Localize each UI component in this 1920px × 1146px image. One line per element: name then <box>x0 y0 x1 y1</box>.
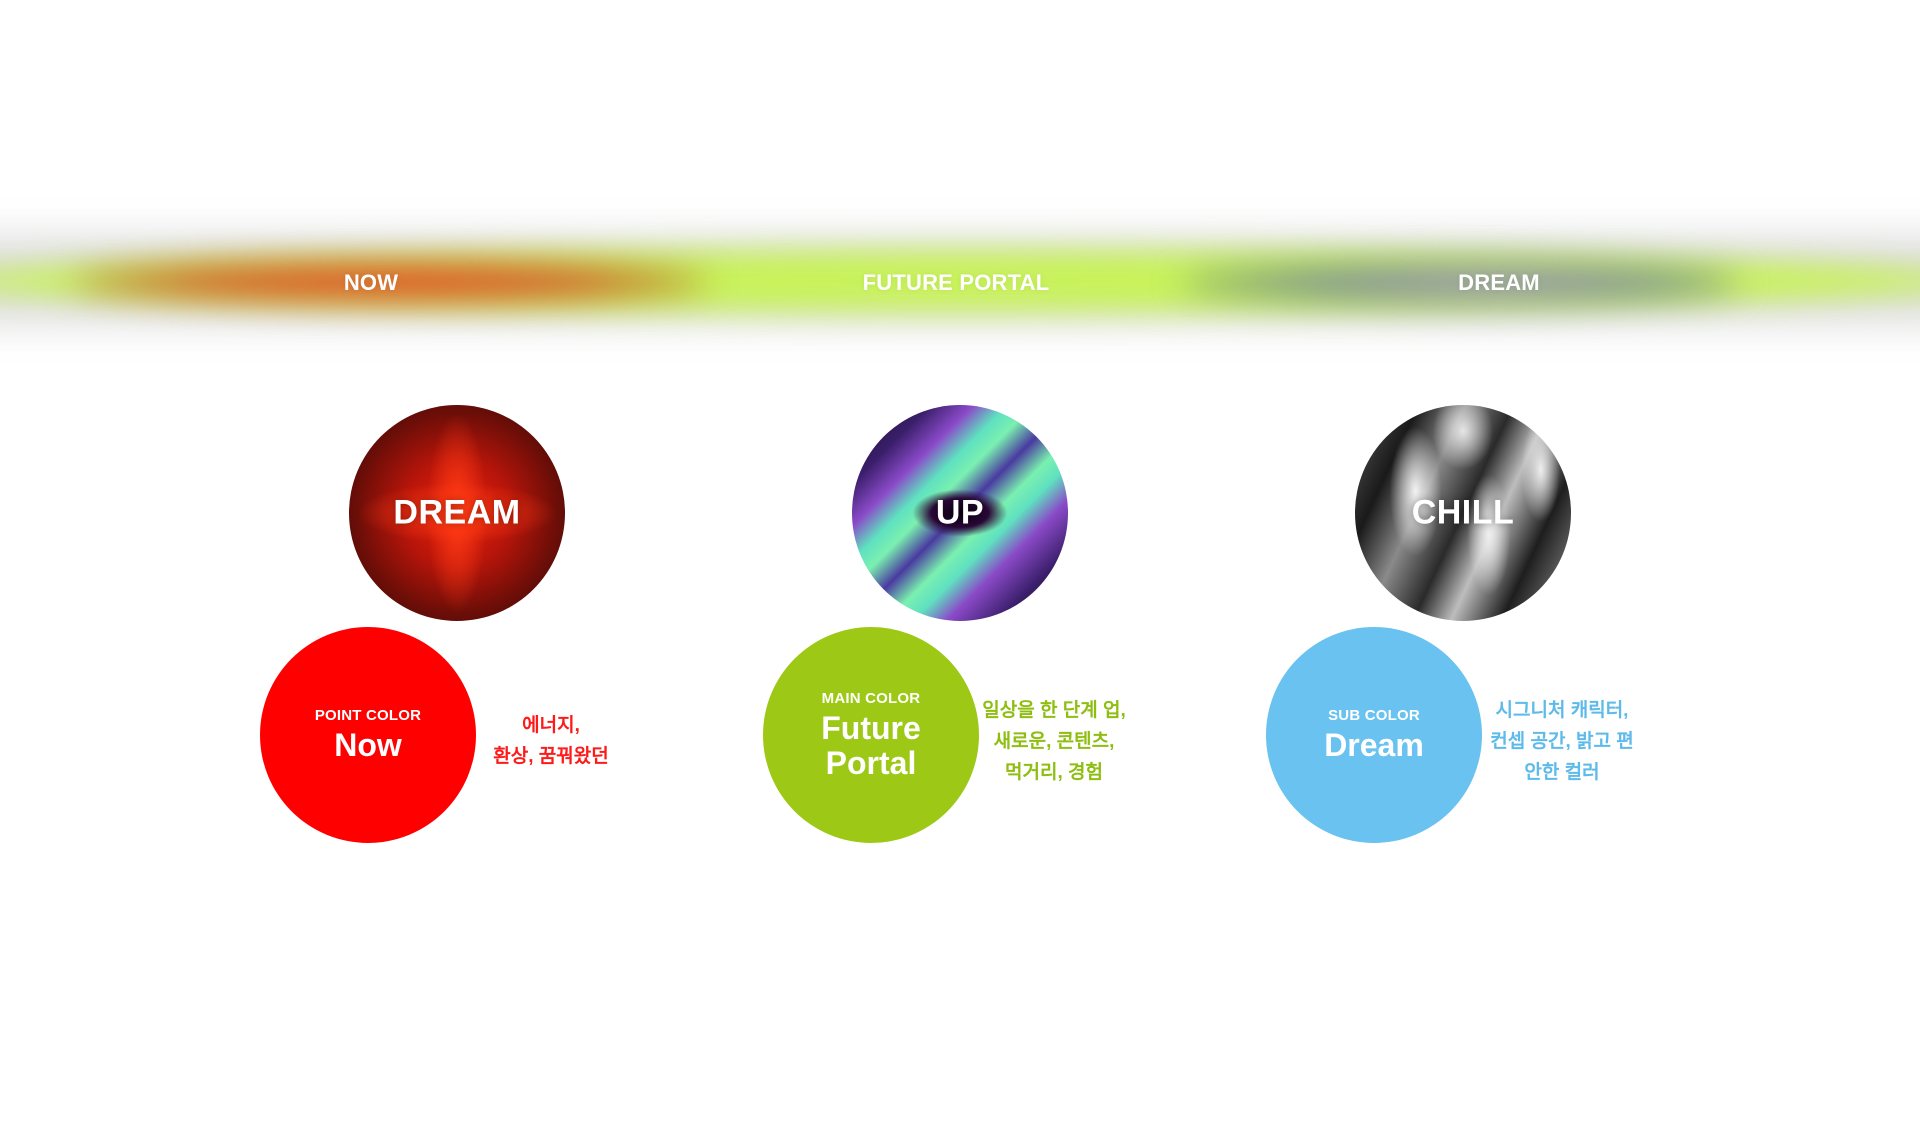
color-kind-label: SUB COLOR <box>1328 707 1420 724</box>
description-line: 컨셉 공간, 밝고 편 <box>1490 731 1634 752</box>
gradient-band: NOW FUTURE PORTAL DREAM <box>0 200 1920 360</box>
chill-mood-image: CHILL <box>1355 405 1571 621</box>
dream-mood-image: DREAM <box>349 405 565 621</box>
description-line: 먹거리, 경험 <box>1005 762 1103 783</box>
dream-glow <box>1180 262 1740 304</box>
main-color-description: 일상을 한 단계 업, 새로운, 콘텐츠, 먹거리, 경험 <box>979 695 1129 788</box>
sub-color-description: 시그니처 캐릭터, 컨셉 공간, 밝고 편 안한 컬러 <box>1482 695 1642 788</box>
point-color-swatch: POINT COLOR Now <box>260 627 476 843</box>
description-line: 시그니처 캐릭터, <box>1495 700 1629 721</box>
color-kind-label: POINT COLOR <box>314 707 422 724</box>
main-color-swatch: MAIN COLOR Future Portal <box>763 627 979 843</box>
description-line: 일상을 한 단계 업, <box>982 700 1126 721</box>
band-label-now: NOW <box>343 270 399 295</box>
color-kind-label: MAIN COLOR <box>821 689 921 707</box>
color-name: Dream <box>1324 727 1424 763</box>
mood-word-chill: CHILL <box>1411 493 1515 532</box>
description-line: 새로운, 콘텐츠, <box>993 731 1115 752</box>
mood-word-up: UP <box>935 493 985 532</box>
sub-color-swatch: SUB COLOR Dream <box>1266 627 1482 843</box>
band-label-dream: DREAM <box>1458 270 1540 295</box>
point-color-description: 에너지, 환상, 꿈꿔왔던 <box>481 710 621 772</box>
description-line: 에너지, <box>522 715 580 736</box>
now-glow <box>70 262 710 302</box>
description-line: 환상, 꿈꿔왔던 <box>493 746 609 767</box>
up-mood-image: UP <box>852 405 1068 621</box>
description-line: 안한 컬러 <box>1524 762 1600 783</box>
color-name-line-1: Future <box>821 709 921 746</box>
band-label-future-portal: FUTURE PORTAL <box>862 270 1050 295</box>
color-name-line-2: Portal <box>825 744 917 781</box>
mood-word-dream: DREAM <box>393 493 521 532</box>
color-name: Now <box>334 727 402 763</box>
